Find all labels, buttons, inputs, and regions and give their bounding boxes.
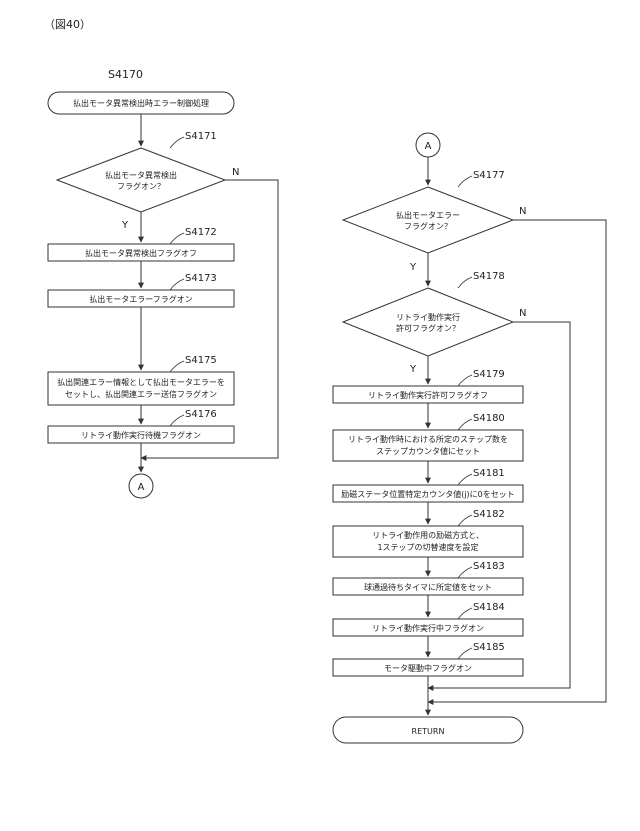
no-label-s4178: N (519, 308, 526, 319)
process-s4175 (48, 372, 234, 405)
process-s4182-line1: リトライ動作用の励磁方式と、 (372, 530, 484, 540)
callout-s4179 (458, 375, 472, 386)
decision-s4178-line1: リトライ動作実行 (396, 312, 460, 322)
no-label-s4177: N (519, 206, 526, 217)
yes-label-s4178: Y (409, 364, 417, 375)
callout-s4173 (170, 279, 184, 290)
step-label-s4183: S4183 (473, 561, 505, 572)
decision-s4177 (343, 187, 513, 253)
callout-s4176 (170, 415, 184, 426)
step-label-s4173: S4173 (185, 273, 217, 284)
process-s4184-label: リトライ動作実行中フラグオン (372, 623, 484, 633)
process-s4181-label: 励磁ステータ位置特定カウンタ値(j)に0をセット (341, 489, 515, 499)
process-s4179-label: リトライ動作実行許可フラグオフ (368, 390, 488, 400)
step-label-s4171: S4171 (185, 131, 217, 142)
callout-s4181 (458, 474, 472, 485)
decision-s4177-line1: 払出モータエラー (396, 210, 460, 220)
step-label-s4180: S4180 (473, 413, 505, 424)
decision-s4171-line2: フラグオン？ (117, 181, 165, 191)
process-s4185-label: モータ駆動中フラグオン (384, 663, 472, 673)
process-s4175-line2: セットし、払出関連エラー送信フラグオン (65, 389, 217, 399)
callout-s4171 (170, 137, 184, 148)
callout-s4172 (170, 233, 184, 244)
process-s4180-line1: リトライ動作時における所定のステップ数を (348, 434, 508, 444)
connector-a-in-label: A (425, 141, 432, 152)
step-label-s4179: S4179 (473, 369, 505, 380)
connector-a-out-label: A (138, 482, 145, 493)
process-s4176-label: リトライ動作実行待機フラグオン (81, 430, 201, 440)
step-label-s4185: S4185 (473, 642, 505, 653)
step-label-s4178: S4178 (473, 271, 505, 282)
decision-s4171 (57, 148, 225, 212)
step-label-s4184: S4184 (473, 602, 505, 613)
step-label-s4177: S4177 (473, 170, 505, 181)
process-s4173-label: 払出モータエラーフラグオン (89, 294, 193, 304)
start-terminal-label: 払出モータ異常検出時エラー制御処理 (73, 98, 209, 108)
process-s4180-line2: ステップカウンタ値にセット (376, 446, 480, 456)
process-s4183-label: 球通過待ちタイマに所定値をセット (364, 582, 492, 592)
yes-label-s4177: Y (409, 262, 417, 273)
decision-s4171-line1: 払出モータ異常検出 (105, 170, 177, 180)
step-label-s4175: S4175 (185, 355, 217, 366)
decision-s4178-line2: 許可フラグオン？ (396, 323, 460, 333)
process-s4172-label: 払出モータ異常検出フラグオフ (85, 248, 197, 258)
process-s4182-line2: 1ステップの切替速度を設定 (377, 542, 478, 552)
callout-s4180 (458, 419, 472, 430)
callout-s4175 (170, 361, 184, 372)
step-label-s4176: S4176 (185, 409, 217, 420)
callout-s4184 (458, 608, 472, 619)
callout-s4185 (458, 648, 472, 659)
callout-s4177 (458, 176, 472, 187)
callout-s4178 (458, 277, 472, 288)
yes-label-s4171: Y (121, 220, 129, 231)
decision-s4177-line2: フラグオン？ (404, 221, 452, 231)
step-label-s4172: S4172 (185, 227, 217, 238)
no-label-s4171: N (232, 167, 239, 178)
process-s4175-line1: 払出関連エラー情報として払出モータエラーを (57, 377, 225, 387)
step-label-s4181: S4181 (473, 468, 505, 479)
step-label-s4182: S4182 (473, 509, 505, 520)
return-terminal-label: RETURN (412, 727, 445, 736)
callout-s4182 (458, 515, 472, 526)
callout-s4183 (458, 567, 472, 578)
decision-s4178 (343, 288, 513, 356)
